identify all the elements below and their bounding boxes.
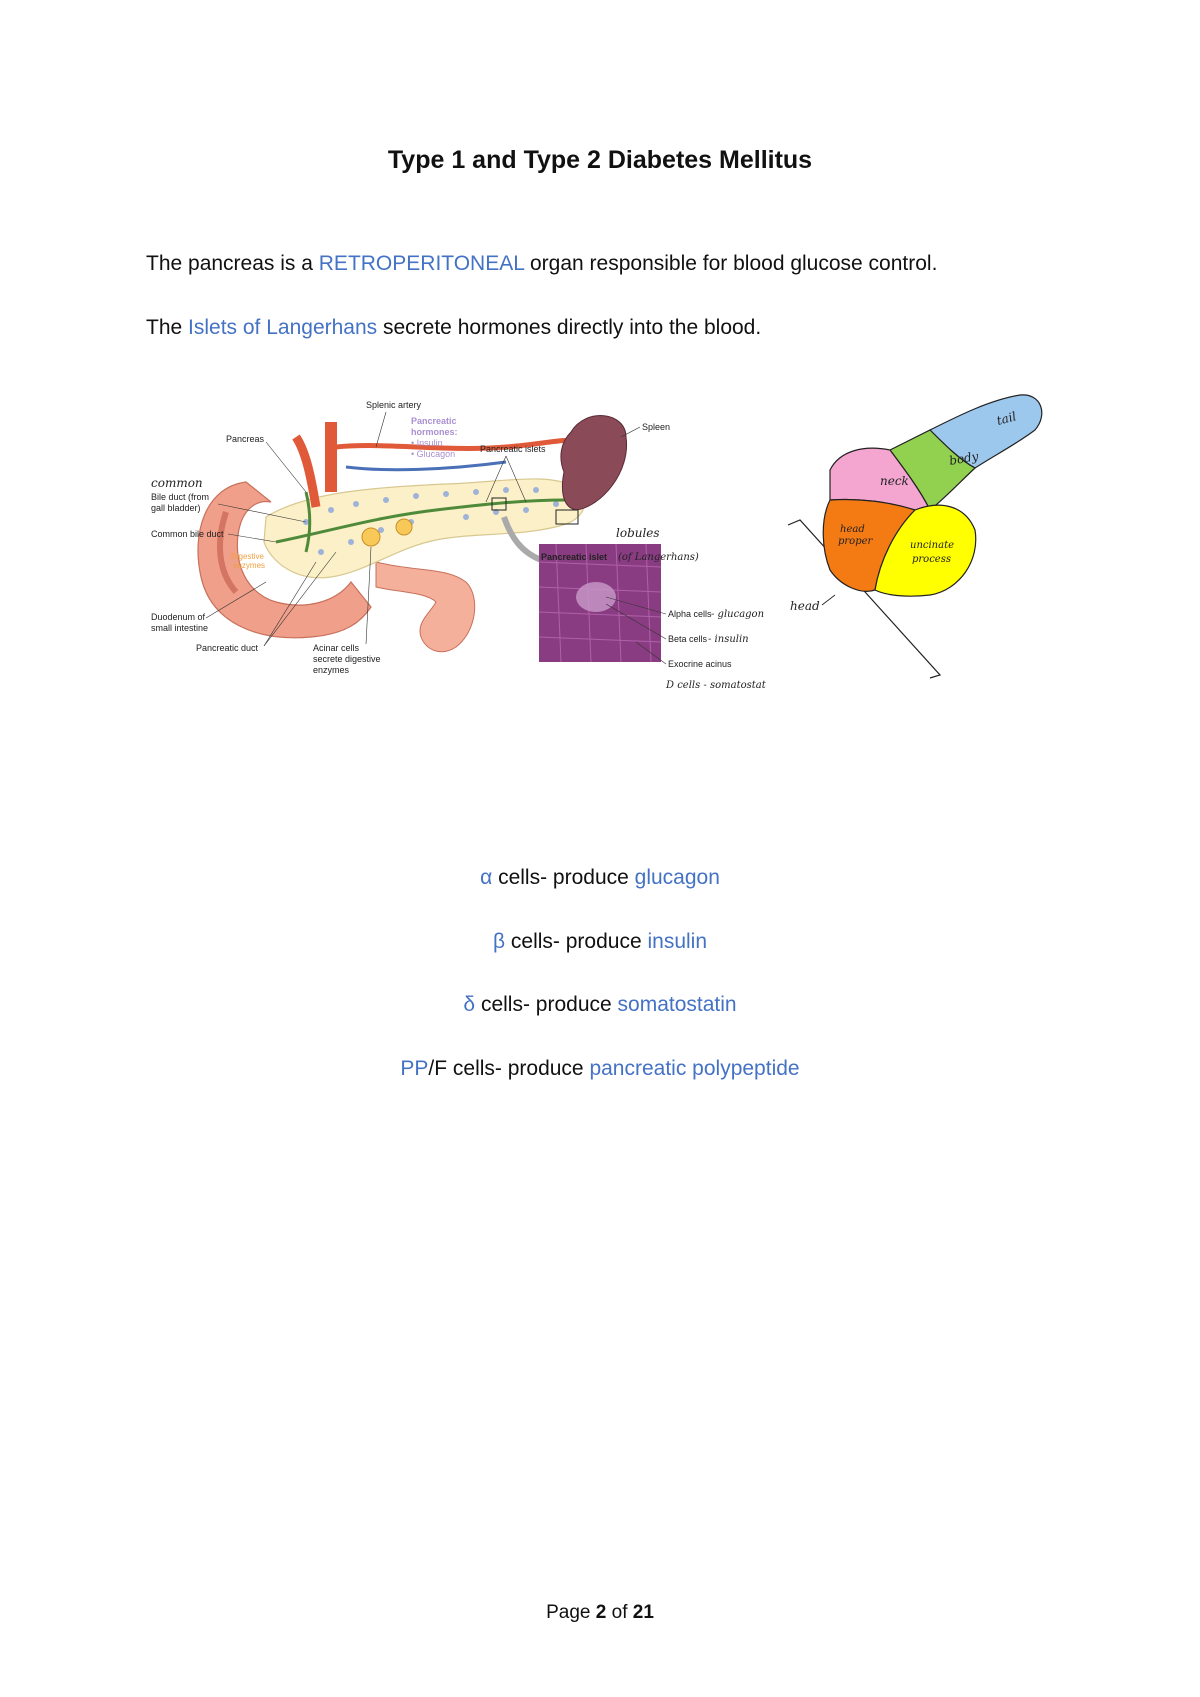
pancreas-anatomy-figure: Splenic artery Pancreas Pancreatic hormo… [151,400,766,691]
label-head-proper: head [840,524,865,535]
label-digestive-enzymes: Digestive [231,552,264,561]
label-duodenum: Duodenum of [151,612,206,622]
label-bile-duct: gall bladder) [151,503,201,513]
label-acinar-cells: secrete digestive [313,654,381,664]
paragraph-text: The pancreas is a [146,252,319,275]
label-delta-note: D cells - somatostatin [665,680,766,691]
cell-symbol: δ [463,993,476,1016]
label-tail: tail [995,409,1018,428]
label-hormones-title: hormones: [411,427,458,437]
highlight-retroperitoneal: RETROPERITONEAL [318,252,525,275]
cell-text: /F cells- produce [428,1057,590,1080]
islet-center [576,582,616,612]
cell-product: pancreatic polypeptide [589,1057,800,1080]
cell-symbol: β [492,930,506,953]
islet-cluster [395,518,413,536]
label-pancreas: Pancreas [226,434,265,444]
magnify-arrow [501,515,543,563]
paragraph-text: secrete hormones directly into the blood… [377,316,762,339]
micrograph-texture [538,543,662,663]
footer-prefix: Page [546,1602,596,1623]
label-pancreatic-islet: Pancreatic islet [541,552,607,562]
label-head-proper: proper [838,536,874,547]
cell-line-pp: PP/F cells- produce pancreatic polypepti… [0,1057,1200,1081]
label-uncinate: uncinate [910,540,954,551]
label-lobules: lobules [616,526,660,540]
cell-text: cells- produce [475,993,618,1016]
bile-duct-line [304,491,312,553]
label-common-bile-duct: Common bile duct [151,529,224,539]
paragraph-text: The [146,316,189,339]
label-hormones-title: Pancreatic [411,416,457,426]
islet-box [491,497,507,511]
page-footer: Page 2 of 21 [0,1602,1200,1624]
artery-vessel [292,434,321,508]
spleen-shape [560,415,628,511]
duodenum-fold [217,511,239,595]
lobule-box [555,509,579,525]
label-head: head [790,599,820,613]
label-neck: neck [880,474,909,488]
footer-total-pages: 21 [632,1602,654,1623]
paragraph-islets: The Islets of Langerhans secrete hormone… [146,316,761,340]
cell-line-alpha: α cells- produce glucagon [0,866,1200,890]
label-spleen: Spleen [642,422,670,432]
footer-page-number: 2 [595,1602,607,1623]
label-beta-cells: Beta cells [668,634,708,644]
label-common: common [151,476,203,490]
label-glucagon: • Glucagon [411,449,455,459]
cell-text: cells- produce [505,930,648,953]
label-bile-duct: Bile duct (from [151,492,209,502]
cell-product: glucagon [634,866,720,889]
label-exocrine-acinus: Exocrine acinus [668,659,732,669]
islet-cluster [361,527,381,547]
region-uncinate [874,504,977,597]
label-digestive-enzymes: enzymes [233,561,265,570]
label-pancreatic-islets: Pancreatic islets [480,444,546,454]
vein-vessel [345,460,507,472]
label-uncinate: process [912,554,951,565]
label-splenic-artery: Splenic artery [366,400,422,410]
cell-product: somatostatin [617,993,737,1016]
label-pancreatic-duct: Pancreatic duct [196,643,259,653]
splenic-artery-vessel [335,437,587,451]
label-insulin: • Insulin [411,438,443,448]
cell-line-beta: β cells- produce insulin [0,930,1200,954]
cell-product: insulin [647,930,708,953]
intestine-loop [375,561,476,653]
label-of-langerhans: (of Langerhans) [618,552,699,563]
label-acinar-cells: enzymes [313,665,350,675]
cell-symbol: PP [400,1057,429,1080]
label-alpha-note: - glucagon [711,609,764,620]
label-beta-note: - insulin [708,634,749,645]
highlight-islets: Islets of Langerhans [188,316,378,339]
cell-line-delta: δ cells- produce somatostatin [0,993,1200,1017]
label-acinar-cells: Acinar cells [313,643,360,653]
paragraph-text: organ responsible for blood glucose cont… [524,252,938,275]
page-title: Type 1 and Type 2 Diabetes Mellitus [387,146,813,174]
duodenum-shape [197,481,372,639]
label-alpha-cells: Alpha cells [668,609,712,619]
cell-symbol: α [480,866,493,889]
cell-text: cells- produce [492,866,635,889]
pancreas-regions-sketch: tail body neck head proper uncinate proc… [787,394,1043,679]
footer-middle: of [606,1602,633,1623]
sketch-axis-line [787,519,942,679]
paragraph-pancreas: The pancreas is a RETROPERITONEAL organ … [146,252,937,276]
label-body: body [948,449,980,468]
pancreatic-duct-line [275,498,567,544]
label-duodenum: small intestine [151,623,208,633]
